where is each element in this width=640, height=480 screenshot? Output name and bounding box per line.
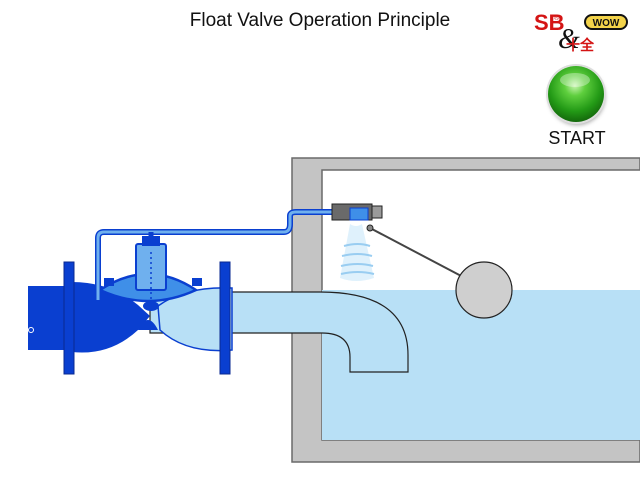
brand-logo: SB ® & 十全 WOW bbox=[534, 10, 628, 54]
svg-text:十全: 十全 bbox=[566, 37, 595, 54]
valve-seat bbox=[138, 320, 158, 330]
bonnet-left-bolt bbox=[104, 278, 114, 286]
svg-text:SB: SB bbox=[534, 10, 565, 35]
water-spray bbox=[340, 224, 375, 281]
pilot-tube-inner bbox=[96, 210, 332, 300]
float-valve-cap bbox=[371, 205, 383, 219]
valve-disc bbox=[143, 301, 159, 311]
float-valve-nozzle bbox=[349, 207, 369, 221]
inlet-port bbox=[28, 327, 34, 333]
svg-text:WOW: WOW bbox=[593, 18, 620, 29]
svg-text:&: & bbox=[558, 24, 580, 54]
float-ball bbox=[455, 261, 513, 319]
float-pivot bbox=[366, 224, 374, 232]
bonnet-right-bolt bbox=[192, 278, 202, 286]
inlet-flange bbox=[63, 261, 75, 375]
page-title: Float Valve Operation Principle bbox=[189, 10, 451, 31]
start-button[interactable] bbox=[548, 66, 604, 122]
svg-text:®: ® bbox=[554, 14, 560, 22]
start-label: START bbox=[548, 128, 606, 148]
outlet-flange bbox=[219, 261, 231, 375]
